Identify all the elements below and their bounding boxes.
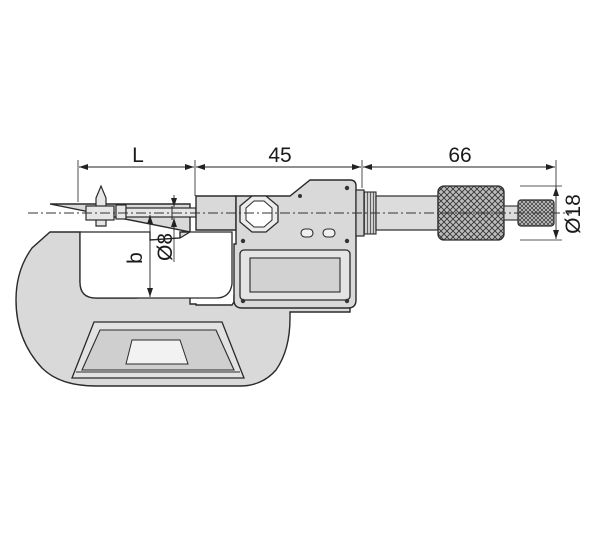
label-66: 66 <box>448 144 471 167</box>
screw-bottom-left <box>240 298 246 304</box>
screw-bottom-right <box>344 298 350 304</box>
label-dia8: Ø8 <box>154 233 177 261</box>
lock-clamp-inner <box>245 200 273 228</box>
digital-housing <box>233 179 357 309</box>
lcd-screen <box>249 257 341 293</box>
frame-throat <box>79 231 233 299</box>
screw-top-upper <box>344 185 350 191</box>
screw-top-right <box>344 238 350 244</box>
screw-top-left <box>240 238 246 244</box>
spindle-tip <box>115 204 127 220</box>
screw-mid <box>298 194 302 198</box>
frame <box>15 203 351 387</box>
label-45: 45 <box>268 144 291 167</box>
spindle-shaft <box>125 207 197 218</box>
label-b: b <box>124 252 147 264</box>
label-L: L <box>132 144 144 167</box>
button-left[interactable] <box>300 228 314 238</box>
button-right[interactable] <box>322 228 336 238</box>
dimension-lines <box>77 160 562 297</box>
label-dia18: Ø18 <box>562 194 585 234</box>
anvil <box>85 184 115 227</box>
insulation-pad-highlight <box>125 339 189 365</box>
